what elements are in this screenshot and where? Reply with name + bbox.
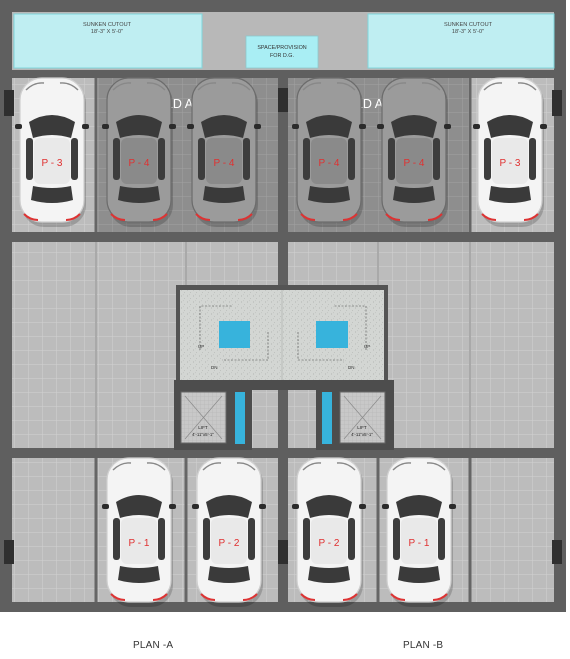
car-label: P - 4 [319,158,340,169]
stair-up-right: UP [364,344,370,349]
cutout-left-title: SUNKEN CUTOUT [83,22,132,28]
car-3: P - 4 [187,77,261,227]
lift-duct-left [235,392,245,444]
car-label: P - 4 [404,158,425,169]
lift-size-left: 4'-11"x5'-1" [192,432,214,437]
stair-well-right [316,321,348,348]
stair-dn-right: DN [348,365,355,370]
stair-well-left [219,321,250,348]
car-label: P - 1 [409,538,430,549]
dg-box-line1: SPACE/PROVISION [257,45,306,51]
car-label: P - 4 [129,158,150,169]
car-label: P - 3 [500,158,521,169]
cutout-right-size: 18'-3" X 5'-0" [452,29,484,35]
car-label: P - 2 [319,538,340,549]
column-grid [94,78,472,602]
lift-label-right: LIFT [357,425,367,430]
lift-block: LIFT 4'-11"x5'-1" LIFT 4'-11"x5'-1" [174,380,394,450]
stair-arrow-left [199,305,232,350]
dg-box-line2: FOR D.G. [270,53,294,59]
parked-cars: P - 3 P - 4 P - 4 P - 4 P - 4 P - 3 P - 1 P - 2… [15,77,547,607]
lift-duct-right [322,392,332,444]
car-label: P - 3 [42,158,63,169]
car-label: P - 1 [129,538,150,549]
plan-a-caption: PLAN -A [133,640,174,651]
cutout-left-size: 18'-3" X 5'-0" [91,29,123,35]
car-5: P - 4 [377,77,451,227]
car-6: P - 3 [473,77,547,227]
car-10: P - 1 [382,457,456,607]
dg-provision-box [245,35,319,69]
lift-size-right: 4'-11"x5'-1" [351,432,373,437]
sunken-cutout-left [13,13,203,69]
stair-arrow-right [334,305,367,350]
car-1: P - 3 [15,77,89,227]
car-7: P - 1 [102,457,176,607]
car-2: P - 4 [102,77,176,227]
structural-columns [4,88,562,564]
lift-label-left: LIFT [198,425,208,430]
plan-b-caption: PLAN -B [403,640,444,651]
car-label: P - 2 [219,538,240,549]
car-9: P - 2 [292,457,366,607]
car-8: P - 2 [192,457,266,607]
stair-dn-left: DN [211,365,218,370]
sunken-cutout-right [367,13,555,69]
stair-core: UP UP DN DN [176,285,388,385]
car-4: P - 4 [292,77,366,227]
wall-band-top [0,70,566,78]
car-label: P - 4 [214,158,235,169]
cutout-right-title: SUNKEN CUTOUT [444,22,493,28]
stair-up-left: UP [198,344,204,349]
